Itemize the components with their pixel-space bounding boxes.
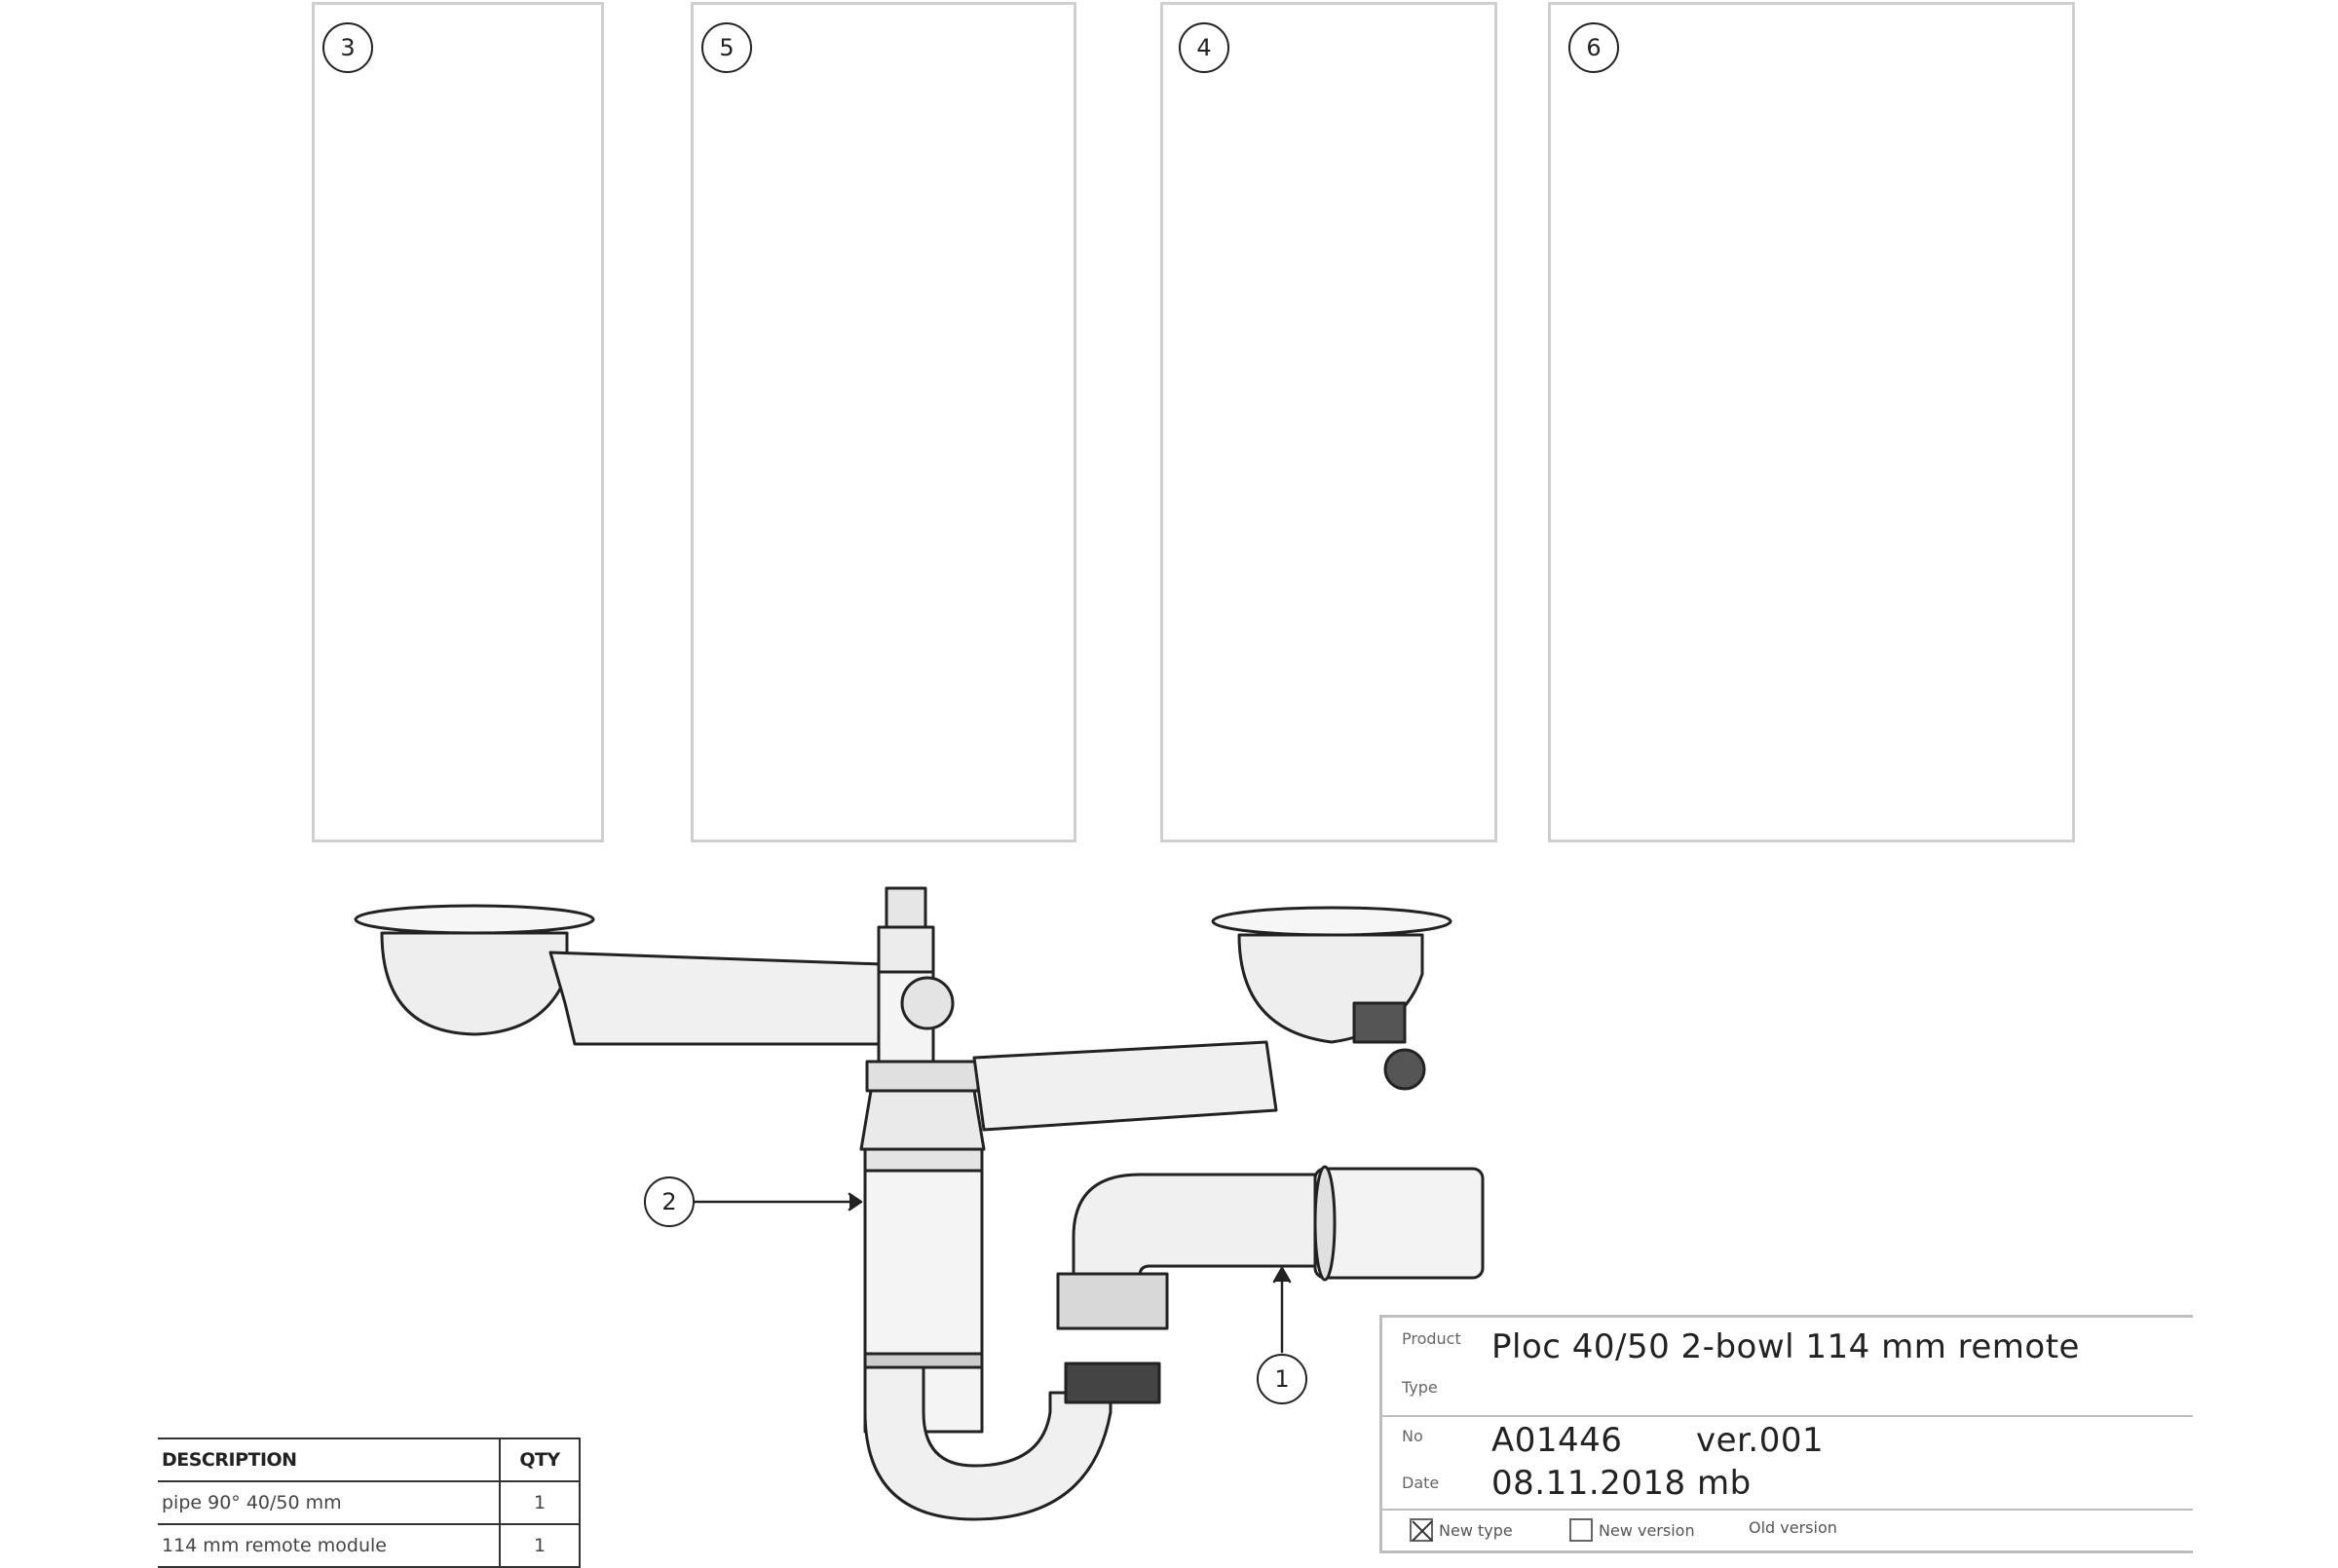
callout-6: 6: [1568, 22, 1619, 73]
no-label: No: [1402, 1427, 1423, 1445]
product-name: Ploc 40/50 2-bowl 114 mm remote: [1491, 1327, 2080, 1366]
table-row: pipe 90° 40/50 mm 1: [158, 1480, 581, 1525]
row-description: 114 mm remote module: [158, 1523, 501, 1568]
type-label: Type: [1402, 1378, 1438, 1397]
document-version: ver.001: [1696, 1421, 1825, 1460]
document-date: 08.11.2018 mb: [1491, 1464, 1752, 1503]
checkbox-new-version[interactable]: [1569, 1518, 1593, 1542]
table-row: 114 mm remote module 1: [158, 1523, 581, 1568]
parts-table: DESCRIPTION QTY pipe 90° 40/50 mm 1 114 …: [158, 1437, 581, 1568]
option-old-version[interactable]: Old version: [1749, 1518, 1837, 1537]
product-label: Product: [1402, 1329, 1461, 1348]
panel-strainer-large: 4: [1160, 2, 1497, 842]
callout-3: 3: [322, 22, 373, 73]
main-trap-assembly: [354, 886, 1485, 1521]
panel-strainer-small: 3: [312, 2, 604, 842]
panel-overflow-kit: 5: [691, 2, 1076, 842]
option-label: Old version: [1749, 1518, 1837, 1537]
option-new-version[interactable]: New version: [1569, 1518, 1695, 1542]
option-label: New type: [1439, 1520, 1513, 1540]
date-label: Date: [1402, 1474, 1440, 1492]
table-header-row: DESCRIPTION QTY: [158, 1437, 581, 1482]
checkbox-new-type[interactable]: [1410, 1518, 1433, 1542]
description-header: DESCRIPTION: [158, 1437, 501, 1482]
panel-remote-control: 6: [1548, 2, 2075, 842]
title-block: Product Ploc 40/50 2-bowl 114 mm remote …: [1379, 1315, 2193, 1553]
callout-1: 1: [1257, 1354, 1307, 1404]
row-qty: 1: [499, 1523, 581, 1568]
option-label: New version: [1599, 1520, 1695, 1540]
divider: [1382, 1415, 2193, 1417]
row-qty: 1: [499, 1480, 581, 1525]
callout-4: 4: [1179, 22, 1229, 73]
row-description: pipe 90° 40/50 mm: [158, 1480, 501, 1525]
qty-header: QTY: [499, 1437, 581, 1482]
callout-leaders: [692, 1192, 1292, 1354]
divider: [1382, 1509, 2193, 1511]
callout-2: 2: [644, 1176, 695, 1227]
document-number: A01446: [1491, 1421, 1623, 1460]
callout-5: 5: [701, 22, 752, 73]
option-new-type[interactable]: New type: [1410, 1518, 1513, 1542]
